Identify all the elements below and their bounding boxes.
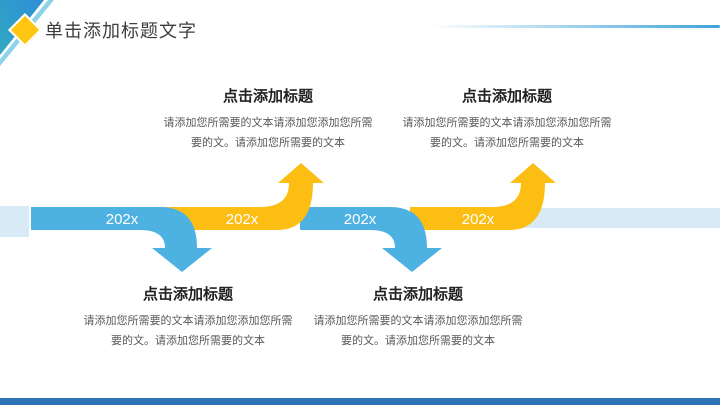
band-label-3: 202x <box>344 211 377 228</box>
timeline-pale-segment-right <box>520 208 720 228</box>
text-block-bottom-right[interactable]: 点击添加标题 请添加您所需要的文本请添加您添加您所需 要的文。请添加您所需要的文… <box>288 284 548 351</box>
text-block-top-right[interactable]: 点击添加标题 请添加您所需要的文本请添加您添加您所需 要的文。请添加您所需要的文… <box>377 86 637 153</box>
text-block-top-left[interactable]: 点击添加标题 请添加您所需要的文本请添加您添加您所需 要的文。请添加您所需要的文… <box>138 86 398 153</box>
block-body-line2[interactable]: 要的文。请添加您所需要的文本 <box>430 137 584 149</box>
header-deco-line <box>430 25 720 28</box>
timeline-graphic[interactable]: 202x 202x 202x 202x <box>0 160 720 280</box>
down-arrow-segment-2 <box>300 207 442 272</box>
block-body-line1[interactable]: 请添加您所需要的文本请添加您添加您所需 <box>163 117 373 129</box>
timeline-pale-segment-left <box>0 206 29 237</box>
block-body-line2[interactable]: 要的文。请添加您所需要的文本 <box>191 137 345 149</box>
band-label-1: 202x <box>106 211 139 228</box>
down-arrow-segment-1 <box>31 207 212 272</box>
block-title[interactable]: 点击添加标题 <box>222 88 313 105</box>
text-block-bottom-left[interactable]: 点击添加标题 请添加您所需要的文本请添加您添加您所需 要的文。请添加您所需要的文… <box>58 284 318 351</box>
block-body-line2[interactable]: 要的文。请添加您所需要的文本 <box>111 335 265 347</box>
up-arrow-segment-2 <box>410 163 556 230</box>
block-body-line1[interactable]: 请添加您所需要的文本请添加您添加您所需 <box>83 315 293 327</box>
page-title[interactable]: 单击添加标题文字 <box>45 21 197 41</box>
block-title[interactable]: 点击添加标题 <box>142 286 233 303</box>
band-label-2: 202x <box>226 211 259 228</box>
block-title[interactable]: 点击添加标题 <box>372 286 463 303</box>
up-arrow-segment-1 <box>160 163 324 230</box>
band-label-4: 202x <box>462 211 495 228</box>
block-body-line1[interactable]: 请添加您所需要的文本请添加您添加您所需 <box>402 117 612 129</box>
footer-bar <box>0 398 720 405</box>
block-body-line2[interactable]: 要的文。请添加您所需要的文本 <box>341 335 495 347</box>
block-title[interactable]: 点击添加标题 <box>461 88 552 105</box>
block-body-line1[interactable]: 请添加您所需要的文本请添加您添加您所需 <box>313 315 523 327</box>
